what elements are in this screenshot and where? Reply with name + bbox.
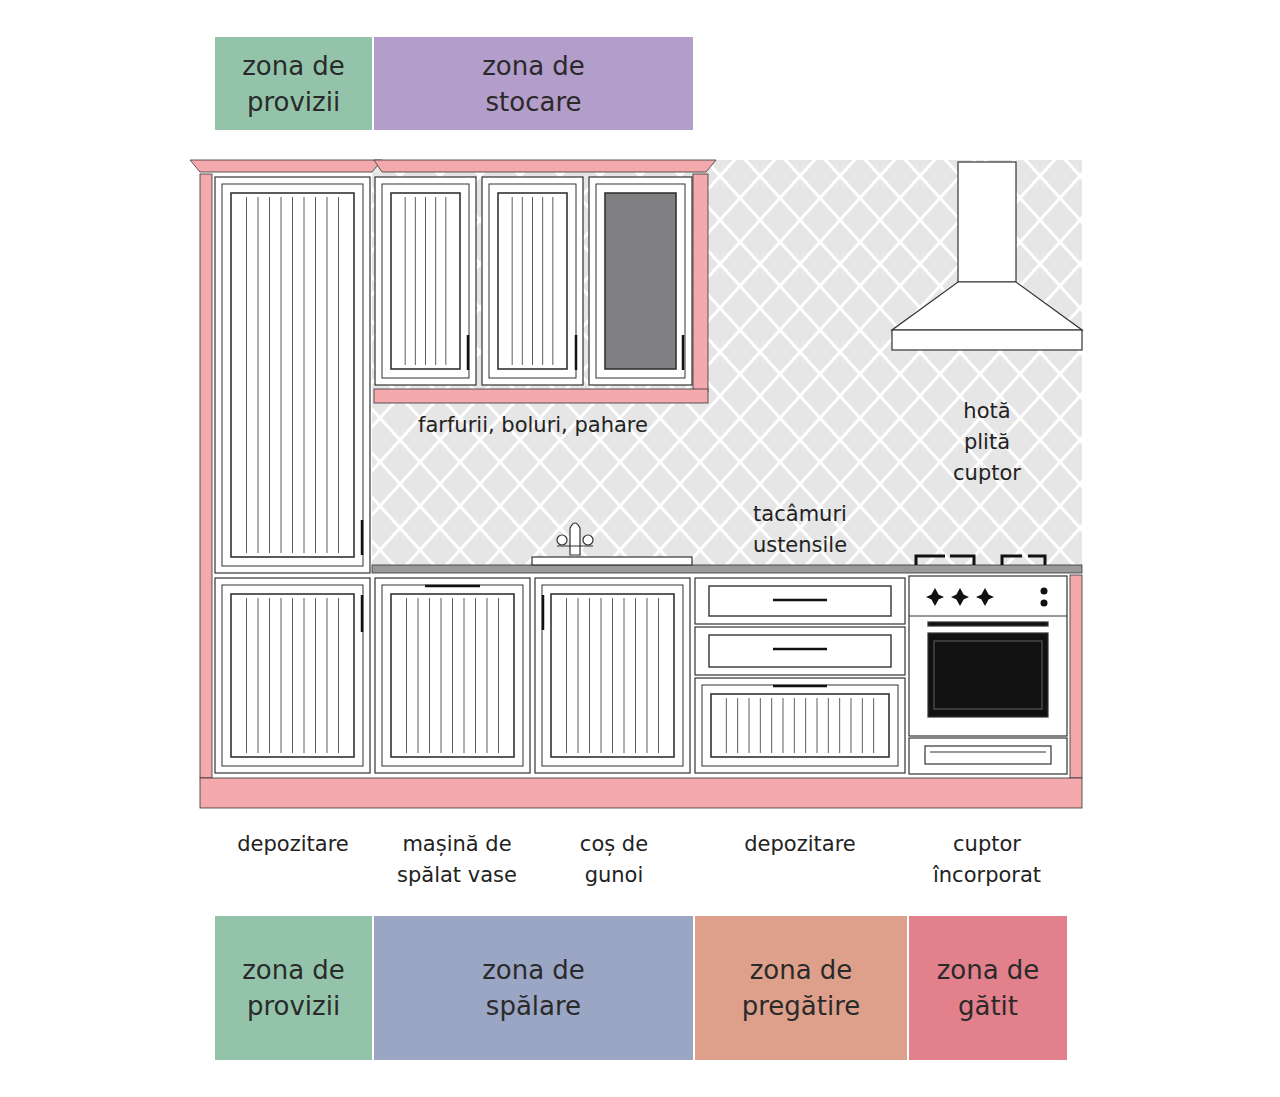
zone-box: zona de provizii bbox=[215, 37, 372, 130]
zone-label: zona de provizii bbox=[223, 952, 364, 1024]
part-label: tacâmuri ustensile bbox=[753, 499, 847, 561]
zone-box: zona de gătit bbox=[909, 916, 1067, 1060]
zone-label: zona de stocare bbox=[459, 48, 609, 120]
hood bbox=[892, 162, 1082, 350]
carcass bbox=[190, 160, 1082, 808]
cabinet-door bbox=[482, 177, 583, 385]
grates bbox=[916, 556, 1045, 565]
part-label: mașină de spălat vase bbox=[390, 829, 525, 891]
part-label: depozitare bbox=[237, 829, 348, 860]
zone-label: zona de pregătire bbox=[726, 952, 876, 1024]
part-label: coș de gunoi bbox=[564, 829, 664, 891]
zone-box: zona de spălare bbox=[374, 916, 693, 1060]
zone-box: zona de provizii bbox=[215, 916, 372, 1060]
part-label: farfurii, boluri, pahare bbox=[418, 410, 648, 441]
zone-label: zona de spălare bbox=[459, 952, 609, 1024]
backsplash bbox=[372, 160, 1082, 565]
cabinet-door bbox=[375, 177, 476, 385]
zone-box: zona de pregătire bbox=[695, 916, 907, 1060]
cabinet-door bbox=[535, 578, 690, 773]
part-label: hotă plită cuptor bbox=[953, 396, 1021, 489]
cabinet-door bbox=[375, 578, 530, 773]
cabinet-door bbox=[695, 678, 905, 773]
zone-label: zona de gătit bbox=[917, 952, 1059, 1024]
zone-box: zona de stocare bbox=[374, 37, 693, 130]
part-label: cuptor încorporat bbox=[912, 829, 1062, 891]
drawer bbox=[695, 578, 905, 624]
cabinet-door bbox=[589, 177, 692, 385]
part-label: depozitare bbox=[744, 829, 855, 860]
sink bbox=[532, 523, 692, 565]
drawer bbox=[695, 627, 905, 675]
oven-knobs bbox=[926, 588, 1048, 607]
cabinet-door bbox=[215, 177, 370, 573]
cabinet-door bbox=[215, 578, 370, 773]
oven bbox=[909, 576, 1067, 774]
zone-label: zona de provizii bbox=[223, 48, 364, 120]
